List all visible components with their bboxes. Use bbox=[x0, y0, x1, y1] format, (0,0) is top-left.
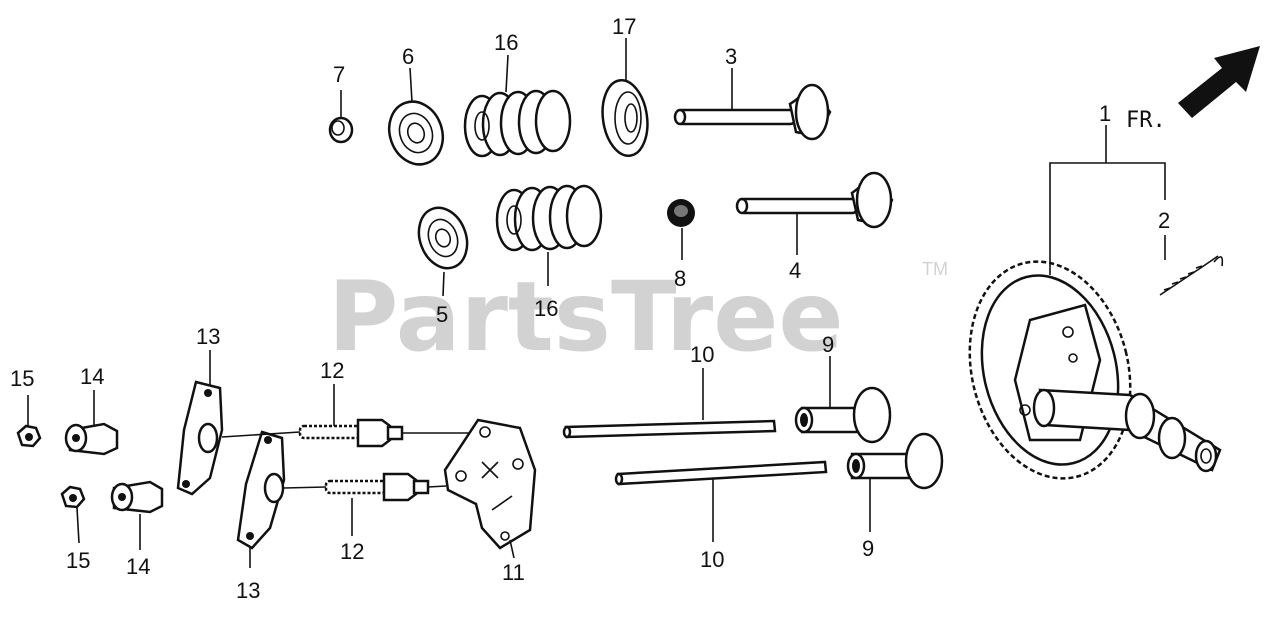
part-4-intake-valve bbox=[735, 171, 894, 229]
part-8-valve-seal bbox=[667, 199, 695, 227]
callout-3: 3 bbox=[725, 44, 737, 69]
callout-6: 6 bbox=[402, 44, 414, 69]
front-indicator-label: FR. bbox=[1126, 108, 1166, 133]
callout-11: 11 bbox=[502, 560, 525, 585]
callout-2: 2 bbox=[1158, 208, 1170, 233]
callout-12-bottom: 12 bbox=[340, 539, 364, 564]
callout-4: 4 bbox=[789, 258, 801, 283]
callout-14-top: 14 bbox=[80, 364, 104, 389]
part-14-rocker-pivot-top bbox=[64, 422, 119, 456]
callout-8: 8 bbox=[674, 266, 686, 291]
assembly-line-bottom bbox=[283, 485, 447, 489]
part-14-rocker-pivot-bottom bbox=[110, 480, 164, 514]
callout-5: 5 bbox=[436, 302, 448, 327]
part-2-compression-release-spring bbox=[1159, 255, 1224, 296]
callout-14-bottom: 14 bbox=[126, 554, 150, 579]
part-3-exhaust-valve bbox=[673, 83, 832, 141]
callout-17: 17 bbox=[612, 14, 636, 39]
part-13-rocker-arm-top bbox=[176, 380, 224, 496]
part-6-valve-retainer bbox=[387, 100, 445, 166]
part-12-rocker-stud-bottom bbox=[324, 472, 430, 502]
callout-12-top: 12 bbox=[320, 358, 344, 383]
callout-9-bottom: 9 bbox=[862, 536, 874, 561]
callout-9-top: 9 bbox=[822, 332, 834, 357]
callout-16-bottom: 16 bbox=[534, 296, 558, 321]
part-15-nut-top bbox=[16, 424, 42, 448]
assembly-line-top bbox=[221, 431, 470, 438]
callout-13-top: 13 bbox=[196, 324, 220, 349]
callout-10-bottom: 10 bbox=[700, 547, 724, 572]
callout-16-top: 16 bbox=[494, 30, 518, 55]
part-5-valve-retainer bbox=[417, 206, 469, 270]
part-1-camshaft-assembly bbox=[968, 260, 1222, 480]
watermark-trademark: TM bbox=[922, 259, 948, 279]
part-16-valve-spring-bottom bbox=[495, 184, 603, 252]
part-9-valve-lifter-top bbox=[794, 386, 892, 444]
part-10-push-rod-bottom bbox=[614, 460, 828, 486]
callout-13-bottom: 13 bbox=[236, 578, 260, 603]
part-17-valve-stem-seal bbox=[601, 78, 649, 158]
part-16-valve-spring-top bbox=[463, 89, 572, 158]
part-12-rocker-stud-top bbox=[298, 418, 404, 448]
part-9-valve-lifter-bottom bbox=[846, 432, 944, 490]
callout-7: 7 bbox=[333, 62, 345, 87]
watermark-text: PartsTree bbox=[328, 261, 843, 373]
front-direction-arrow bbox=[1178, 46, 1260, 118]
callout-1: 1 bbox=[1099, 101, 1111, 126]
callout-15-top: 15 bbox=[10, 366, 34, 391]
callout-15-bottom: 15 bbox=[66, 548, 90, 573]
part-10-push-rod-top bbox=[562, 419, 777, 439]
part-7-valve-cotter bbox=[328, 116, 354, 144]
leader-1-bracket bbox=[1049, 162, 1166, 275]
part-15-nut-bottom bbox=[60, 485, 86, 509]
callout-10-top: 10 bbox=[690, 342, 714, 367]
callout-leaders bbox=[27, 38, 871, 568]
part-11-push-rod-guide-plate bbox=[443, 418, 537, 550]
part-13-rocker-arm-bottom bbox=[236, 430, 286, 550]
